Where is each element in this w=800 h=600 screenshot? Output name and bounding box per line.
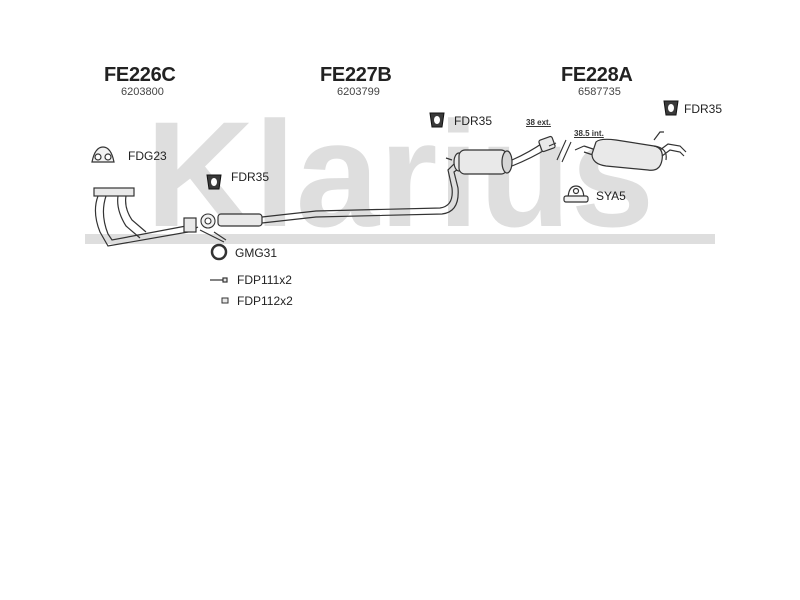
dimension-38-ext: 38 ext. (526, 118, 551, 127)
dimension-38-5-int: 38.5 int. (574, 129, 604, 138)
fdr35-mount-icon-b (429, 112, 445, 128)
label-fdr35-a: FDR35 (231, 170, 270, 184)
klarius-watermark: Klarius (146, 90, 655, 258)
oe-number-6203800: 6203800 (121, 86, 164, 98)
label-fdr35-c: FDR35 (684, 102, 723, 116)
sya5-clamp-icon (563, 185, 589, 203)
label-gmg31: GMG31 (235, 246, 278, 260)
label-fdr35-b: FDR35 (454, 114, 493, 128)
pipe-break-symbol (548, 139, 585, 163)
label-fdg23: FDG23 (128, 149, 167, 163)
fdp112-nut-icon (221, 297, 229, 304)
rear-silencer-fe228a (583, 131, 687, 171)
part-number-fe227b: FE227B (320, 64, 392, 86)
gmg31-ring-icon (210, 243, 228, 261)
fdr35-mount-icon-a (206, 174, 222, 190)
oe-number-6587735: 6587735 (578, 86, 621, 98)
watermark-underline (85, 234, 715, 244)
intermediate-pipe-fe227b (217, 159, 463, 227)
centre-silencer (445, 135, 556, 175)
oe-number-6203799: 6203799 (337, 86, 380, 98)
part-number-fe228a: FE228A (561, 64, 633, 86)
fdp111-bolt-icon (210, 277, 228, 283)
fdr35-mount-icon-c (663, 100, 679, 116)
label-fdp111: FDP111x2 (237, 273, 292, 287)
label-sya5: SYA5 (596, 189, 626, 203)
front-pipe-fe226c (93, 187, 199, 247)
label-fdp112: FDP112x2 (237, 294, 293, 308)
part-number-fe226c: FE226C (104, 64, 176, 86)
fdg23-gasket-icon (91, 146, 115, 163)
flange-joint-icon (199, 213, 227, 243)
